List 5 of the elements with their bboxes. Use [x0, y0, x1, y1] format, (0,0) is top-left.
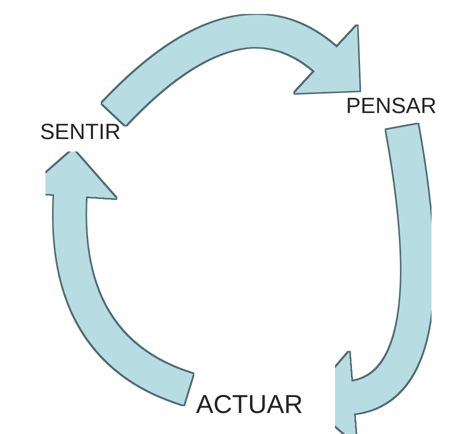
cycle-label: SENTIR	[40, 118, 121, 146]
cycle-label: PENSAR	[346, 92, 436, 120]
cycle-label: ACTUAR	[196, 388, 303, 420]
curved-block-arrow	[308, 124, 434, 434]
curved-block-arrow	[102, 15, 362, 126]
